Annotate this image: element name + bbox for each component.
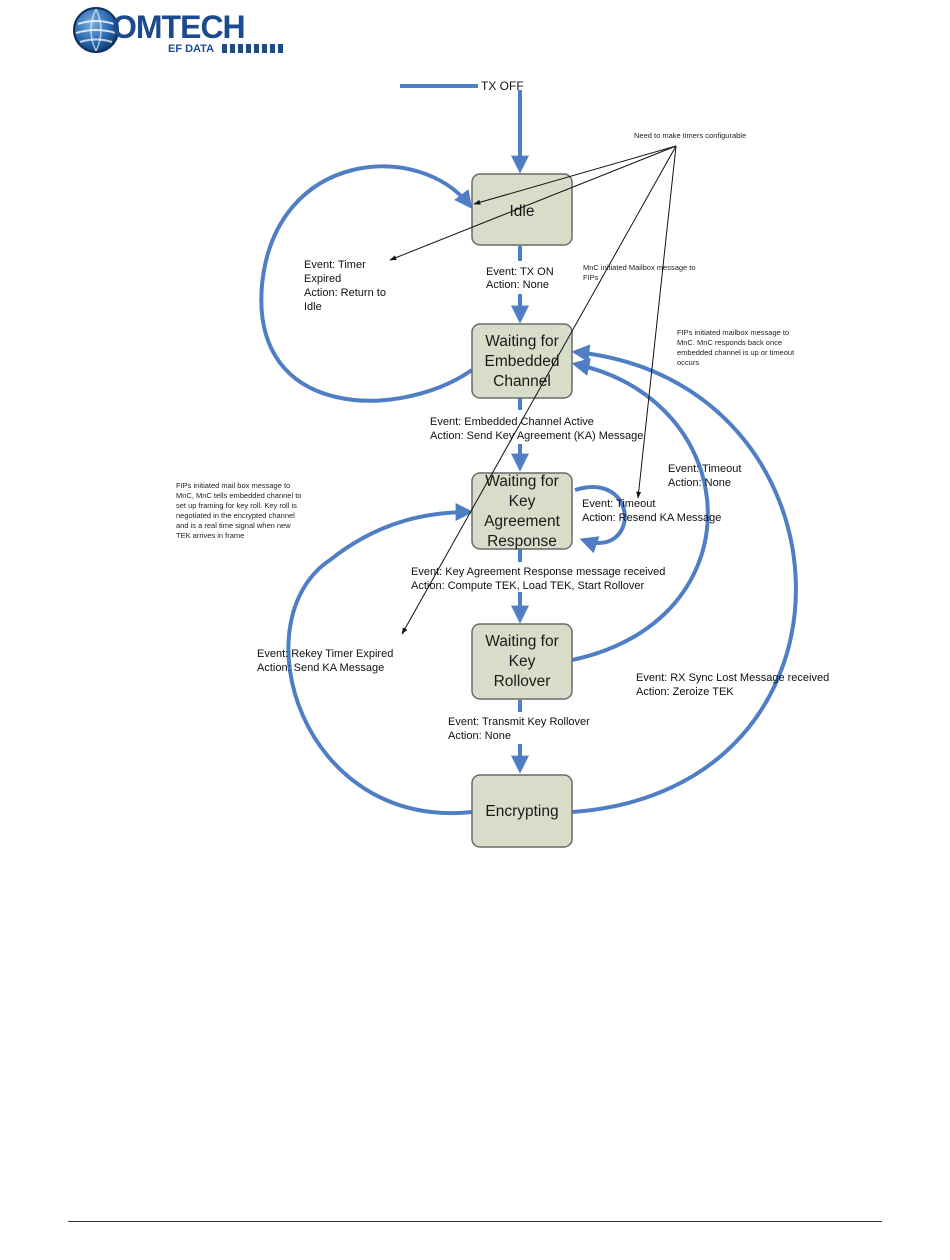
company-logo: OMTECH EF DATA (73, 7, 283, 55)
state-waiting-embedded: Waiting for Embedded Channel (471, 323, 573, 399)
label-ka-timeout: Event: Timeout Action: Resend KA Message (582, 498, 721, 524)
label-ka-received: Event: Key Agreement Response message re… (411, 566, 665, 592)
note-line: FIPs (583, 273, 599, 282)
label-line: Action: None (668, 477, 731, 489)
logo-wordmark: OMTECH (112, 9, 245, 45)
label-tx-on: Event: TX ON Action: None (486, 266, 554, 291)
note-timers: Need to make timers configurable (634, 131, 746, 140)
globe-icon (73, 7, 119, 53)
state-label: Waiting for (485, 333, 559, 350)
state-waiting-rollover: Waiting for Key Rollover (471, 623, 573, 700)
label-line: Action: None (448, 730, 511, 742)
pointer-to-timer-label (389, 145, 677, 261)
pointer-to-rekey (401, 145, 677, 635)
label-line: Idle (304, 301, 322, 313)
note-fips-key-roll: FIPs initiated mail box message to MnC, … (176, 481, 301, 540)
note-mnc-mailbox: MnC initiated Mailbox message to FIPs (583, 263, 696, 282)
note-line: FIPs initiated mail box message to (176, 481, 290, 490)
state-label: Rollover (494, 673, 551, 690)
loop-encrypting-to-embedded (571, 344, 798, 814)
label-line: Event: Embedded Channel Active (430, 416, 594, 428)
note-line: MnC initiated Mailbox message to (583, 263, 696, 272)
state-waiting-ka: Waiting for Key Agreement Response (471, 472, 573, 550)
label-line: Event: Transmit Key Rollover (448, 716, 590, 728)
label-line: Event: RX Sync Lost Message received (636, 672, 829, 684)
label-line: Event: TX ON (486, 266, 554, 278)
start-label: TX OFF (481, 79, 524, 93)
note-line: set up framing for key roll. Key roll is (176, 501, 297, 510)
note-fips-mailbox: FIPs initiated mailbox message to MnC. M… (677, 328, 795, 367)
label-line: Event: Timeout (582, 498, 655, 510)
state-label: Key (509, 493, 536, 510)
state-label: Agreement (484, 513, 561, 530)
note-line: negotiated in the encrypted channel (176, 511, 295, 520)
note-line: and is a real time signal when new (176, 521, 291, 530)
logo-bars (222, 44, 283, 53)
state-label: Key (509, 653, 536, 670)
label-line: Event: Rekey Timer Expired (257, 648, 393, 660)
label-line: Expired (304, 273, 341, 285)
label-line: Action: Resend KA Message (582, 512, 721, 524)
state-label: Channel (493, 373, 551, 390)
note-line: MnC. MnC responds back once (677, 338, 782, 347)
label-line: Action: Send KA Message (257, 662, 384, 674)
state-label: Response (487, 533, 557, 550)
loop-embedded-to-idle (259, 164, 474, 403)
label-transmit-rollover: Event: Transmit Key Rollover Action: Non… (448, 716, 590, 742)
label-line: Event: Timeout (668, 463, 741, 475)
label-line: Event: Timer (304, 259, 366, 271)
label-line: Action: Compute TEK, Load TEK, Start Rol… (411, 580, 644, 592)
note-line: occurs (677, 358, 699, 367)
logo-subtitle: EF DATA (168, 43, 214, 55)
loop-rollover-to-embedded (571, 358, 710, 662)
label-line: Event: Key Agreement Response message re… (411, 566, 665, 578)
note-line: FIPs initiated mailbox message to (677, 328, 789, 337)
label-line: Action: Zeroize TEK (636, 686, 734, 698)
note-pointers (389, 145, 677, 635)
note-line: TEK arrives in frame (176, 531, 244, 540)
label-rx-sync-lost: Event: RX Sync Lost Message received Act… (636, 672, 829, 698)
label-line: Action: Send Key Agreement (KA) Message (430, 430, 643, 442)
label-embedded-active: Event: Embedded Channel Active Action: S… (430, 416, 643, 442)
label-rekey: Event: Rekey Timer Expired Action: Send … (257, 648, 393, 674)
state-label: Embedded (485, 353, 560, 370)
note-line: Need to make timers configurable (634, 131, 746, 140)
label-line: Action: None (486, 279, 549, 291)
note-line: embedded channel is up or timeout (677, 348, 795, 357)
pointer-to-idle (473, 145, 677, 205)
label-rollover-timeout: Event: Timeout Action: None (668, 463, 741, 489)
pointer-to-ka-timeout (636, 145, 677, 499)
label-line: Action: Return to (304, 287, 386, 299)
loop-encrypting-to-ka (286, 503, 474, 816)
self-loop-ka (574, 485, 627, 554)
state-label: Encrypting (485, 803, 558, 820)
state-label: Waiting for (485, 633, 559, 650)
state-label: Waiting for (485, 473, 559, 490)
state-idle: Idle (471, 173, 573, 246)
footer-rule (68, 1221, 882, 1222)
label-timer-expired: Event: Timer Expired Action: Return to I… (304, 259, 386, 313)
state-label: Idle (510, 203, 535, 220)
note-line: MnC, MnC tells embedded channel to (176, 491, 301, 500)
state-encrypting: Encrypting (471, 774, 573, 848)
